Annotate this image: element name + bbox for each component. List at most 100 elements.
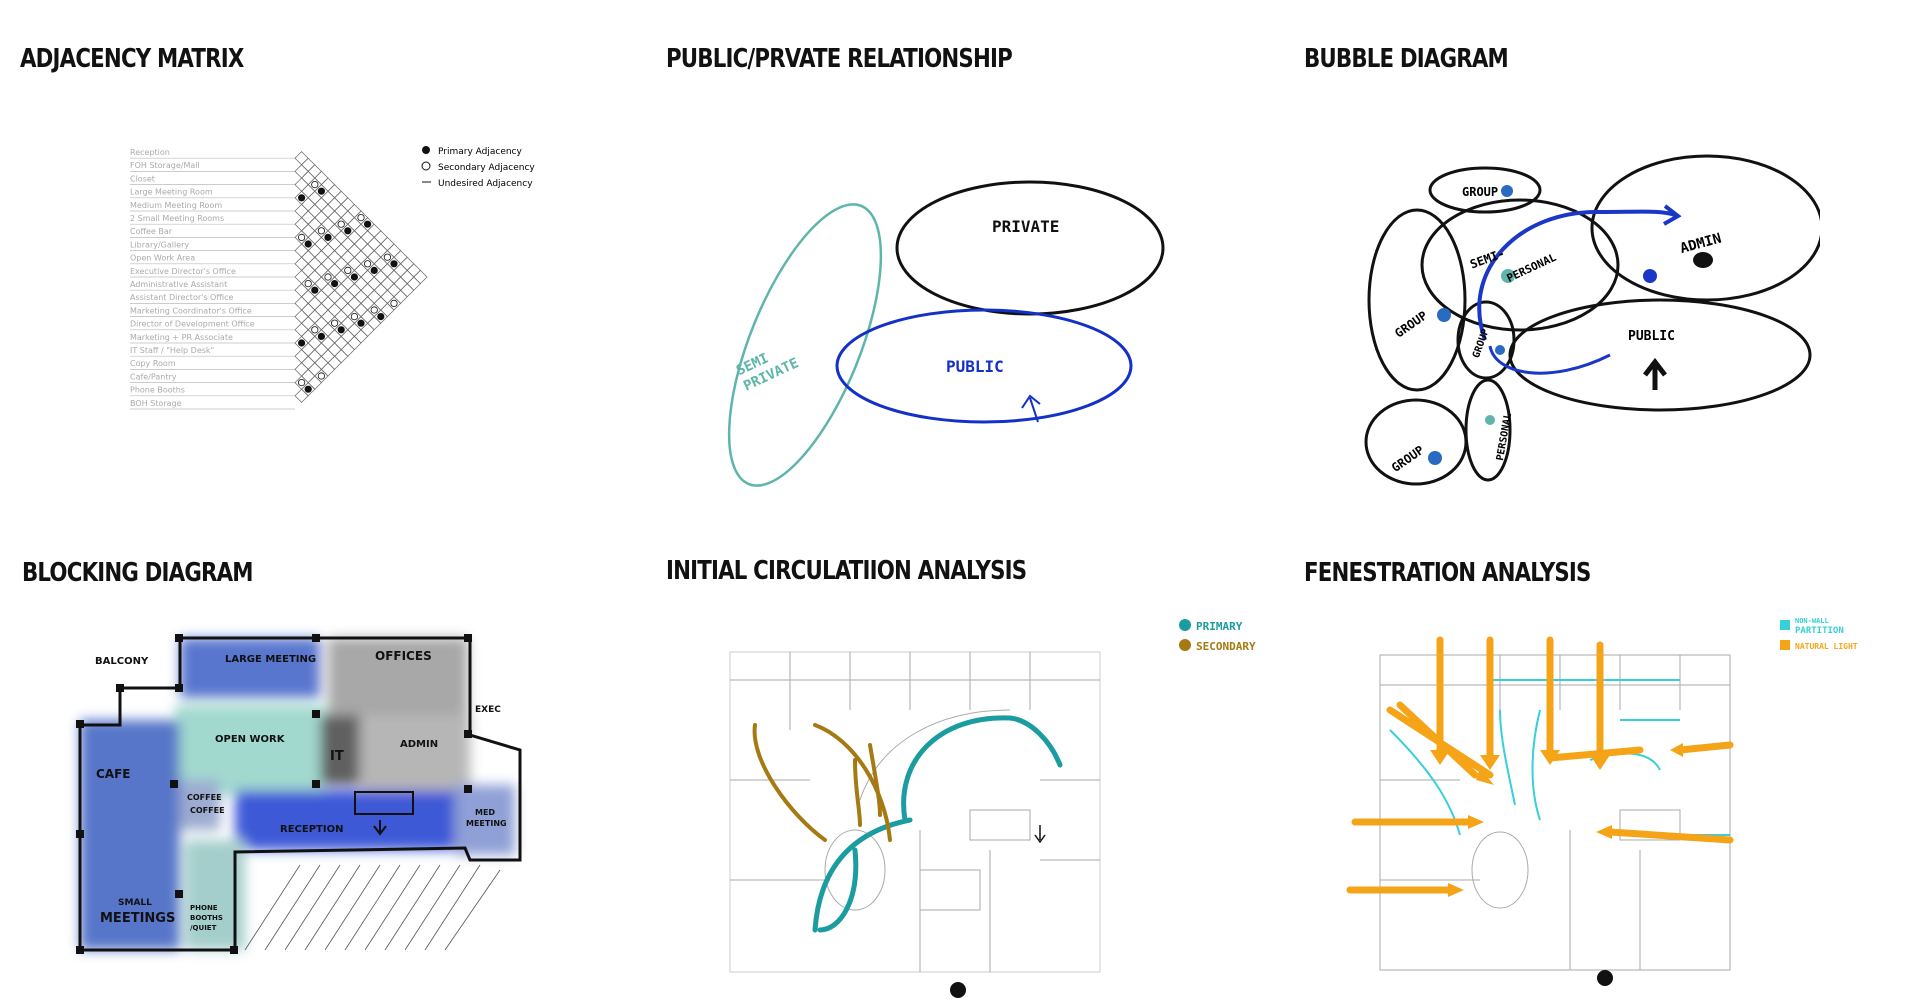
adjacency-room-label: IT Staff / "Help Desk": [130, 346, 214, 355]
primary-adjacency-dot: [311, 286, 319, 294]
secondary-adjacency-dot: [331, 319, 339, 327]
primary-legend-icon: [422, 146, 430, 154]
reception-label: RECEPTION: [280, 824, 343, 835]
north-arrow-icon: [1597, 970, 1613, 986]
group-mid-label: GROUP: [1471, 328, 1492, 360]
blocking-diagram: BALCONY LARGE MEETING OFFICES OPEN WORK …: [76, 634, 522, 954]
group-left-bubble: [1367, 208, 1467, 392]
secondary-legend-icon: [421, 161, 431, 171]
meetings-label: MEETINGS: [100, 911, 175, 926]
elevator-core: [354, 791, 414, 815]
primary-legend-icon: [1179, 619, 1191, 631]
private-bubble: [895, 180, 1165, 316]
bubble-diagram: GROUP ADMIN SEMI- PERSONAL GROUP GROUP P…: [1364, 154, 1820, 486]
public-bubble: [1508, 298, 1812, 412]
exec-label: EXEC: [475, 705, 501, 715]
private-label: PRIVATE: [992, 217, 1059, 236]
public-private-title: PUBLIC/PRVATE RELATIONSHIP: [666, 44, 1013, 74]
secondary-adjacency-dot: [344, 266, 352, 274]
partition-label: PARTITION: [1795, 626, 1844, 636]
offices-label: OFFICES: [375, 649, 432, 663]
personal-bubble: [1464, 378, 1512, 482]
secondary-adjacency-dot: [311, 326, 319, 334]
blue-flow-arrow-icon: [1477, 204, 1682, 341]
hatch-area: [244, 864, 501, 951]
secondary-adjacency-dot: [298, 233, 306, 242]
personal-semi-label: PERSONAL: [1505, 251, 1559, 285]
secondary-adjacency-dot: [298, 379, 306, 387]
adjacency-room-label: Large Meeting Room: [130, 188, 213, 197]
adjacency-room-label: 2 Small Meeting Rooms: [130, 214, 224, 223]
public-private-diagram: PRIVATE PUBLIC SEMI PRIVATE: [727, 180, 1165, 487]
primary-adjacency-dot: [331, 280, 339, 288]
public-label: PUBLIC: [1628, 329, 1675, 344]
primary-adjacency-dot: [344, 227, 352, 235]
entry-arrow-icon: [1021, 394, 1041, 423]
admin-dot: [1693, 252, 1713, 268]
adjacency-room-label: Assistant Director's Office: [130, 293, 233, 302]
small-label: SMALL: [118, 898, 152, 908]
primary-adjacency-dot: [370, 266, 378, 274]
primary-adjacency-dot: [324, 233, 332, 242]
phone-label: PHONE: [190, 904, 218, 912]
primary-adjacency-dot: [357, 319, 365, 327]
primary-adjacency-dot: [317, 187, 325, 195]
group-bottom-bubble: [1364, 398, 1468, 486]
secondary-adjacency-dot: [304, 280, 312, 288]
floor-plan: [729, 651, 1101, 973]
adjacency-room-label: Director of Development Office: [130, 320, 255, 329]
coffee-label-2: COFFEE: [190, 806, 225, 815]
meeting-label: MEETING: [466, 819, 507, 828]
primary-adjacency-dot: [298, 339, 306, 347]
natural-light-label: NATURAL LIGHT: [1795, 642, 1858, 651]
circulation-analysis: PRIMARY SECONDARY: [729, 619, 1256, 998]
group-left-label: GROUP: [1392, 308, 1430, 340]
circulation-analysis-title: INITIAL CIRCULATIION ANALYSIS: [666, 556, 1027, 586]
coffee-label-1: COFFEE: [187, 793, 222, 802]
primary-adjacency-dot: [364, 220, 372, 228]
large-meeting-label: LARGE MEETING: [225, 654, 316, 665]
secondary-adjacency-dot: [357, 214, 365, 222]
adjacency-room-label: BOH Storage: [130, 399, 182, 408]
adjacency-room-label: Open Work Area: [130, 254, 195, 263]
adjacency-room-label: Phone Booths: [130, 386, 185, 395]
primary-adjacency-dot: [350, 273, 358, 281]
adjacency-room-label: Marketing + PR Associate: [130, 333, 233, 342]
balcony-label: BALCONY: [95, 656, 149, 667]
natural-light-arrows: [1346, 636, 1734, 894]
adjacency-room-label: Copy Room: [130, 359, 176, 368]
admin-bubble: [1590, 154, 1820, 302]
semi-private-bubble: [727, 203, 883, 487]
group-bottom-label: GROUP: [1389, 443, 1427, 475]
adjacency-room-label: Cafe/Pantry: [130, 372, 177, 381]
public-entry-arrow-icon: [1643, 357, 1667, 390]
secondary-adjacency-dot: [311, 180, 319, 189]
secondary-adjacency-dot: [317, 372, 325, 380]
partition-legend-icon: [1780, 620, 1790, 630]
public-label: PUBLIC: [946, 357, 1004, 376]
group-top-bubble: [1428, 166, 1542, 214]
adjacency-room-label: Library/Gallery: [130, 240, 189, 249]
adjacency-matrix-title: ADJACENCY MATRIX: [20, 44, 244, 74]
primary-adjacency-dot: [390, 260, 398, 268]
non-wall-label: NON-WALL: [1795, 617, 1829, 625]
secondary-adjacency-dot: [383, 253, 391, 261]
primary-legend-label: Primary Adjacency: [438, 147, 523, 157]
primary-adjacency-dot: [304, 240, 312, 248]
adjacency-room-label: Administrative Assistant: [130, 280, 227, 289]
natural-light-legend-icon: [1780, 640, 1790, 650]
secondary-legend-label: Secondary Adjacency: [438, 163, 535, 173]
secondary-legend-label: SECONDARY: [1196, 640, 1256, 653]
primary-legend-label: PRIMARY: [1196, 620, 1243, 633]
secondary-adjacency-dot: [390, 299, 398, 307]
adjacency-room-label: Closet: [130, 174, 155, 183]
secondary-circulation-path: [752, 723, 892, 842]
group-top-label: GROUP: [1462, 185, 1498, 199]
primary-adjacency-dot: [298, 194, 306, 202]
bubble-diagram-title: BUBBLE DIAGRAM: [1304, 44, 1509, 74]
adjacency-room-label: FOH Storage/Mail: [130, 161, 200, 170]
adjacency-room-label: Marketing Coordinator's Office: [130, 306, 252, 315]
adjacency-room-label: Executive Director's Office: [130, 267, 236, 276]
adjacency-room-label: Medium Meeting Room: [130, 201, 222, 210]
